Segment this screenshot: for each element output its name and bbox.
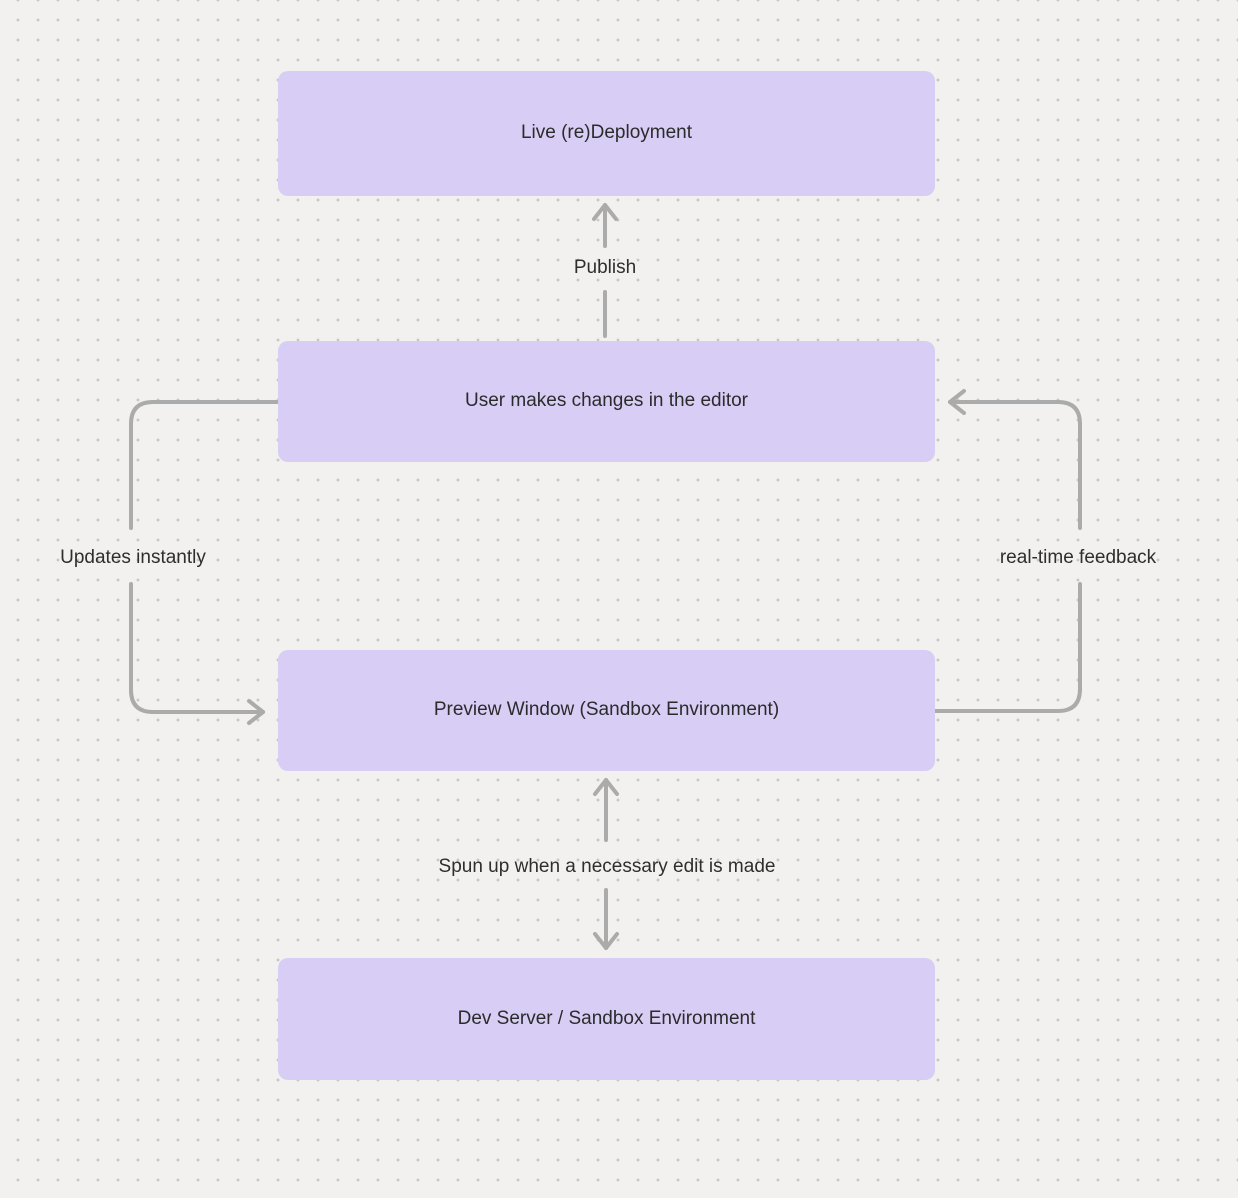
node-live-redeployment-label: Live (re)Deployment xyxy=(520,122,693,144)
edge-label-updates-instantly: Updates instantly xyxy=(60,547,206,568)
edge-label-spun-up: Spun up when a necessary edit is made xyxy=(438,856,776,877)
edge-updates-instantly-lower-segment xyxy=(129,582,265,725)
edge-label-publish: Publish xyxy=(573,257,637,278)
node-user-edits: User makes changes in the editor xyxy=(278,341,935,462)
node-dev-server-label: Dev Server / Sandbox Environment xyxy=(457,1007,756,1029)
edge-realtime-feedback-upper-segment xyxy=(948,389,1082,530)
node-preview-window-label: Preview Window (Sandbox Environment) xyxy=(433,699,780,721)
edge-updates-instantly-upper-segment xyxy=(129,400,280,530)
node-dev-server: Dev Server / Sandbox Environment xyxy=(278,958,935,1080)
node-user-edits-label: User makes changes in the editor xyxy=(464,390,749,412)
node-preview-window: Preview Window (Sandbox Environment) xyxy=(278,650,935,771)
node-live-redeployment: Live (re)Deployment xyxy=(278,71,935,196)
edge-label-realtime-feedback: real-time feedback xyxy=(999,547,1157,568)
edge-realtime-feedback-lower-segment xyxy=(933,582,1082,713)
